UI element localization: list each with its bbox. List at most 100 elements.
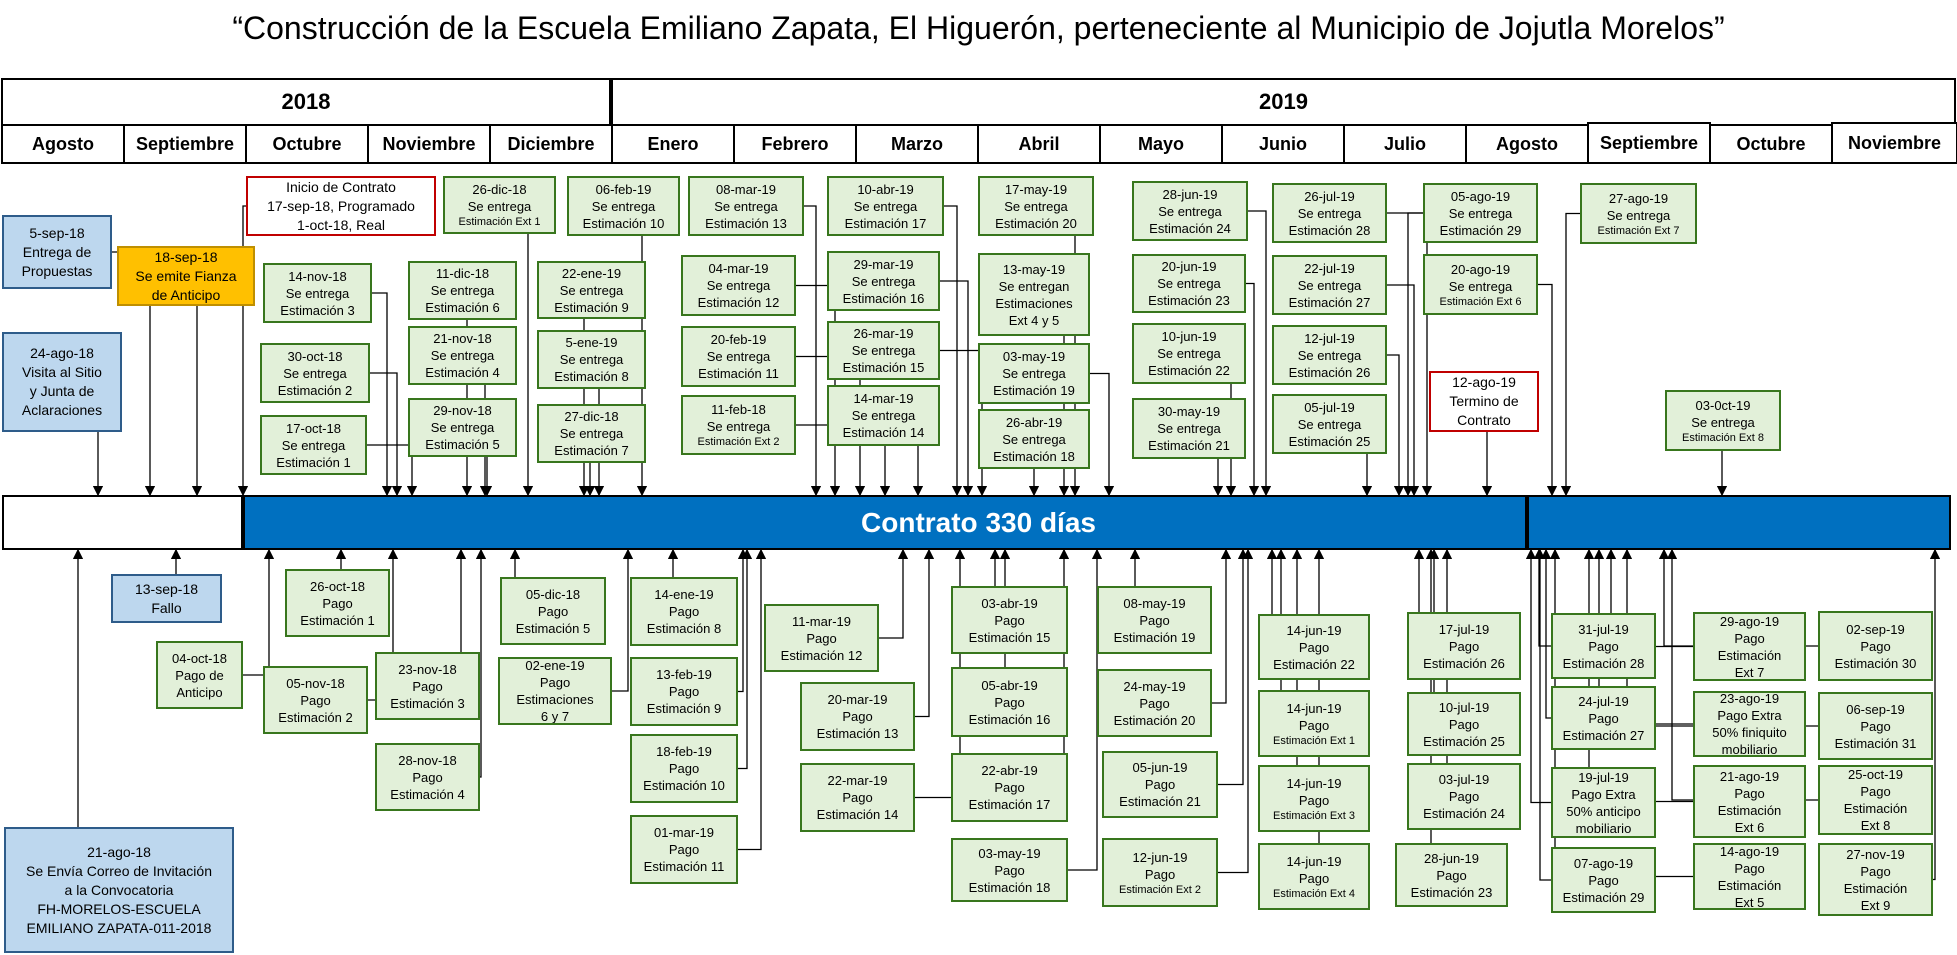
event-line: Fallo bbox=[151, 599, 182, 616]
event-line: 11-feb-18 bbox=[711, 402, 766, 417]
event-line: Estimación 7 bbox=[554, 443, 629, 458]
event-line: Estimación 29 bbox=[1562, 889, 1645, 905]
event-line: Estimación 16 bbox=[968, 711, 1051, 727]
connector-bottom-1 bbox=[243, 548, 275, 676]
connector-top-31 bbox=[1387, 212, 1433, 497]
event-line: 13-sep-18 bbox=[134, 580, 199, 597]
event-line: Se entrega bbox=[853, 198, 918, 214]
event-line: Estimación 22 bbox=[1273, 656, 1355, 672]
event-line: Estimación 31 bbox=[1834, 735, 1917, 751]
event-line: Pago bbox=[1298, 717, 1330, 733]
event-line: Se entrega bbox=[430, 420, 495, 435]
event-line: Estimación 5 bbox=[425, 437, 500, 452]
event-line: 14-ene-19 bbox=[654, 587, 714, 602]
event-line: Estimación 30 bbox=[1834, 655, 1917, 671]
event-line: Estimación 25 bbox=[1288, 433, 1371, 449]
event-line: 14-nov-18 bbox=[288, 268, 347, 284]
event-line: 18-sep-18 bbox=[154, 248, 218, 265]
event-line: EMILIANO ZAPATA-011-2018 bbox=[26, 919, 212, 936]
event-line: Pago bbox=[1860, 718, 1891, 734]
event-line: Estimación 19 bbox=[993, 383, 1075, 398]
event-line: Pago bbox=[1139, 695, 1170, 711]
event-line: 12-jul-19 bbox=[1304, 330, 1355, 346]
event-line: Se emite Fianza bbox=[135, 267, 237, 284]
event-line: 20-mar-19 bbox=[827, 692, 888, 707]
event-line: Pago bbox=[1734, 860, 1765, 876]
event-line: Estimación Ext 8 bbox=[1682, 431, 1764, 444]
event-line: Se entregan bbox=[998, 278, 1070, 294]
event-line: Pago bbox=[1734, 785, 1765, 801]
month-header-1: Septiembre bbox=[123, 124, 247, 164]
connector-top-15 bbox=[804, 205, 822, 497]
event-line: 24-ago-18 bbox=[30, 345, 94, 361]
connector-top-6 bbox=[367, 444, 418, 497]
event-line: 17-oct-18 bbox=[286, 420, 341, 436]
connector-top-38 bbox=[1560, 212, 1580, 497]
event-line: 22-ene-19 bbox=[561, 265, 622, 281]
event-line: Estimación 12 bbox=[780, 647, 863, 663]
event-line: Ext 5 bbox=[1734, 894, 1765, 910]
event-line: 02-sep-19 bbox=[1846, 621, 1905, 637]
event-line: Pago bbox=[1448, 789, 1480, 804]
event-line: Estimación 19 bbox=[1113, 629, 1196, 645]
event-line: Pago bbox=[1144, 777, 1176, 792]
event-line: mobiliario bbox=[1575, 820, 1632, 836]
month-header-0: Agosto bbox=[1, 124, 125, 164]
event-line: Pago bbox=[1298, 870, 1330, 886]
event-line: 14-jun-19 bbox=[1286, 853, 1342, 869]
event-line: Se entrega bbox=[1297, 277, 1362, 293]
connector-bottom-13 bbox=[879, 548, 909, 639]
event-line: Pago bbox=[1860, 863, 1891, 879]
event-line: Se entrega bbox=[1448, 278, 1513, 294]
connector-bottom-34 bbox=[1525, 548, 1551, 804]
event-line: Estimación 2 bbox=[278, 709, 353, 725]
event-line: Estimación 12 bbox=[697, 295, 780, 310]
event-line: 04-oct-18 bbox=[172, 650, 227, 666]
connector-bottom-23 bbox=[1218, 548, 1254, 874]
event-line: Se entrega bbox=[559, 282, 624, 298]
event-line: 28-nov-18 bbox=[398, 752, 457, 768]
month-header-11: Julio bbox=[1343, 124, 1467, 164]
event-line: Pago bbox=[668, 604, 700, 619]
month-header-6: Febrero bbox=[733, 124, 857, 164]
connector-bottom-8 bbox=[612, 548, 634, 692]
month-header-7: Marzo bbox=[855, 124, 979, 164]
event-line: Estimación 1 bbox=[300, 612, 375, 628]
connector-top-25 bbox=[1090, 372, 1115, 497]
event-line: Pago bbox=[1144, 866, 1176, 882]
event-line: 22-abr-19 bbox=[981, 763, 1038, 778]
event-line: Estimación bbox=[1843, 880, 1908, 896]
event-line: Se entrega bbox=[1606, 207, 1671, 223]
event-line: Pago bbox=[1448, 716, 1480, 732]
month-header-4: Diciembre bbox=[489, 124, 613, 164]
month-header-8: Abril bbox=[977, 124, 1101, 164]
connector-top-32 bbox=[1387, 284, 1420, 497]
event-line: 5-sep-18 bbox=[29, 224, 85, 241]
event-line: 03-0ct-19 bbox=[1695, 397, 1751, 413]
event-line: 04-mar-19 bbox=[708, 261, 769, 276]
event-line: Pago bbox=[1298, 792, 1330, 808]
event-line: Pago Extra bbox=[1717, 708, 1782, 723]
